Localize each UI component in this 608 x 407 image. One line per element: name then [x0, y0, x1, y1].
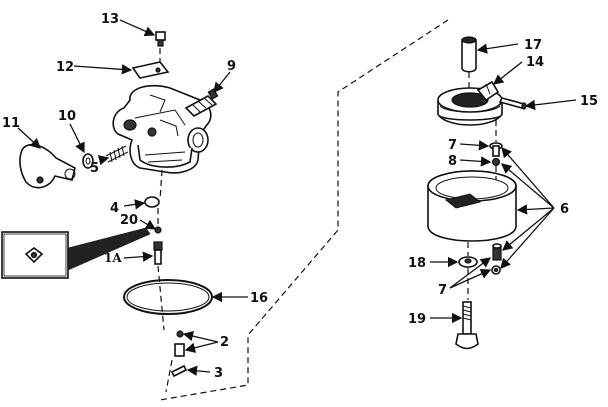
part-10-washer — [82, 153, 94, 169]
label-9: 9 — [227, 59, 236, 74]
label-20: 20 — [120, 213, 138, 228]
part-4-plug — [144, 196, 160, 208]
label-7-upper: 7 — [448, 138, 457, 153]
label-10: 10 — [58, 109, 76, 124]
part-9-fitting — [184, 88, 219, 117]
left-assembly-axis — [157, 48, 173, 393]
label-15: 15 — [580, 94, 598, 109]
leader-lines — [17, 19, 577, 377]
label-2: 2 — [220, 335, 229, 350]
carburetor-body — [112, 84, 212, 174]
label-5: 5 — [90, 161, 99, 176]
callout-labels: 13 12 9 11 10 5 4 20 1A 16 2 3 17 14 15 … — [2, 12, 598, 381]
lower-screw-nut — [491, 243, 502, 275]
part-6-shell — [427, 170, 517, 242]
label-17: 17 — [524, 38, 542, 53]
label-6: 6 — [560, 202, 569, 217]
label-8: 8 — [448, 154, 457, 169]
label-1a: 1A — [104, 251, 122, 265]
inset-detail-box — [1, 227, 151, 279]
part-18-washer — [458, 256, 478, 268]
label-14: 14 — [526, 55, 544, 70]
label-11: 11 — [2, 116, 20, 131]
label-19: 19 — [408, 312, 426, 327]
part-13-screw — [155, 31, 166, 47]
label-4: 4 — [110, 201, 119, 216]
part-20-ball — [154, 226, 162, 234]
assembly-divider-line — [159, 19, 449, 401]
label-7-lower: 7 — [438, 283, 447, 298]
label-18: 18 — [408, 256, 426, 271]
part-3-pin — [170, 364, 188, 378]
upper-screw-washer — [489, 142, 503, 167]
part-15-pin — [498, 97, 527, 110]
part-17-tube — [461, 36, 477, 73]
right-assembly-axis — [467, 72, 497, 300]
label-3: 3 — [214, 366, 223, 381]
part-19-bolt — [455, 301, 479, 350]
part-2-parts — [174, 330, 185, 357]
part-11-lever — [19, 143, 76, 189]
label-12: 12 — [56, 60, 74, 75]
part-5-spring — [105, 145, 129, 163]
part-14-primer-housing — [437, 80, 503, 126]
part-16-gasket — [123, 279, 213, 315]
label-16: 16 — [250, 291, 268, 306]
label-13: 13 — [101, 12, 119, 27]
part-1a-needle — [153, 241, 163, 265]
part-12-bracket — [131, 61, 170, 79]
